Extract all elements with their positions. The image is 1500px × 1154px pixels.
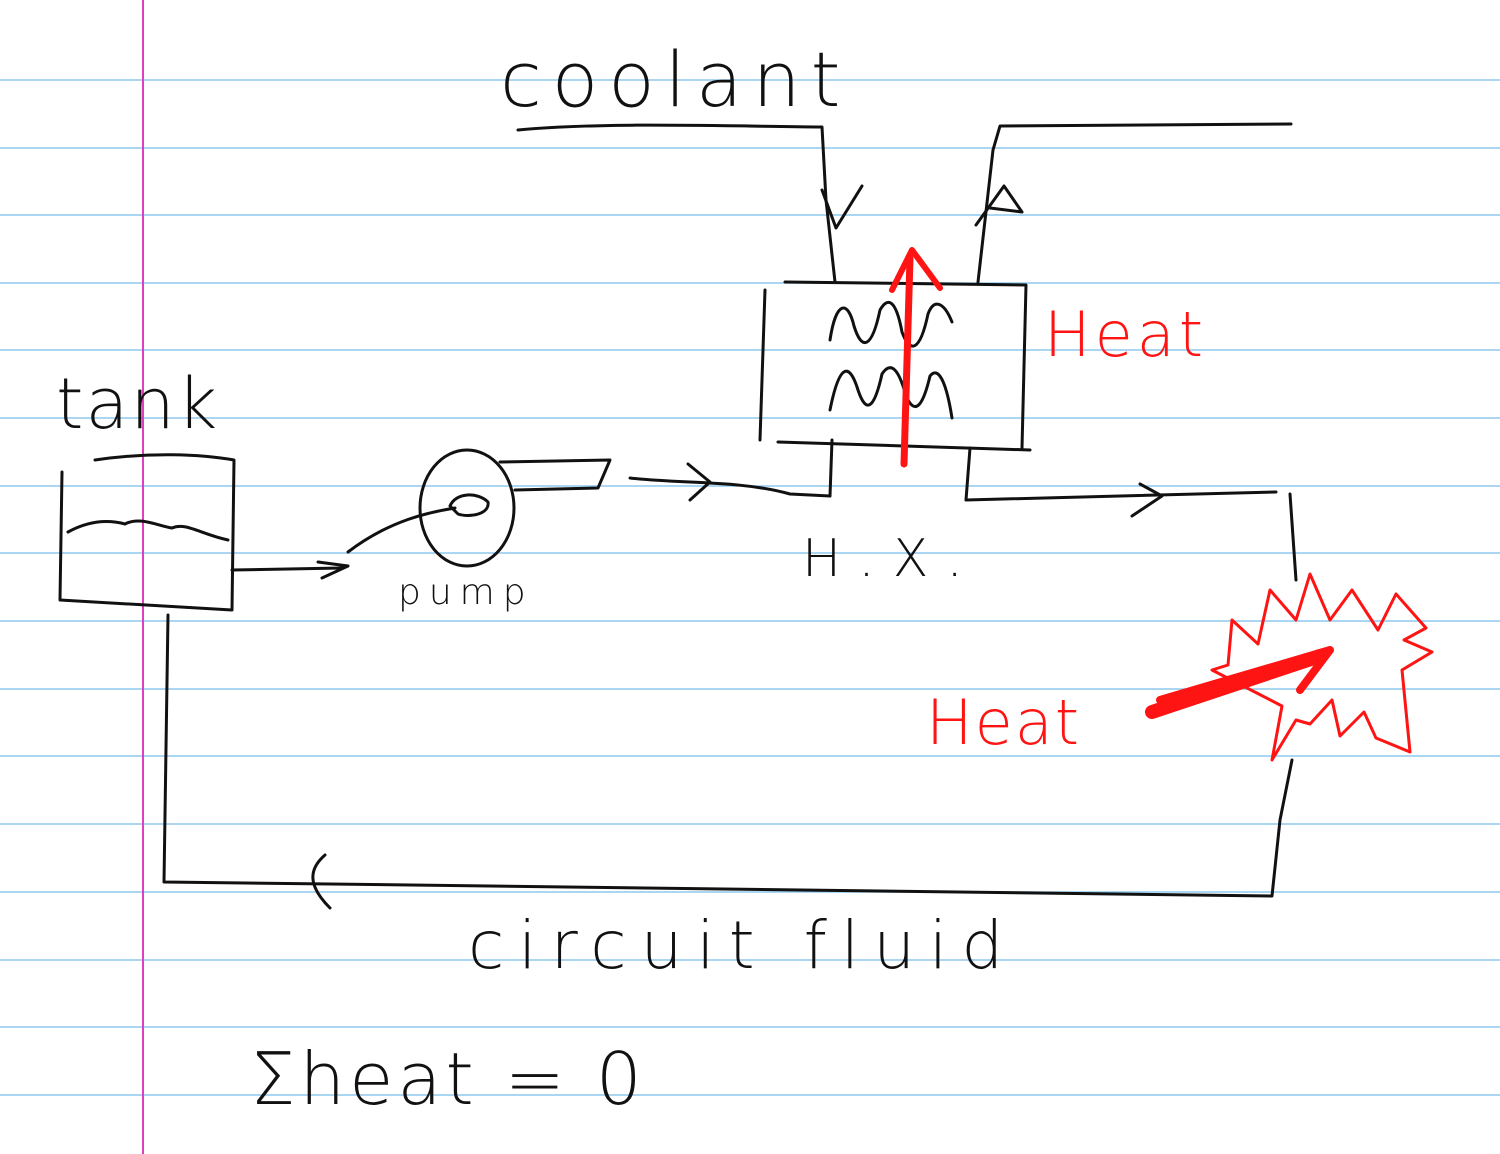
ruled-lines [0,79,1500,1096]
heat-exchanger [758,280,1032,452]
heat-out-arrow [889,247,943,468]
coolant-lines [516,122,1293,284]
circuit-fluid-label: circuit fluid [468,907,1017,984]
heat-in-label: Heat [926,686,1081,759]
pump-label: pump [398,572,534,613]
pump [418,448,612,568]
tank [58,453,236,612]
coolant-label: coolant [500,35,850,124]
heat-exchanger-label: H.X. [802,529,981,589]
heat-source [1145,572,1434,762]
circuit-piping [162,438,1298,910]
heat-out-label: Heat [1044,298,1207,371]
energy-balance-equation: Σheat = 0 [250,1037,646,1121]
tank-label: tank [56,363,219,445]
